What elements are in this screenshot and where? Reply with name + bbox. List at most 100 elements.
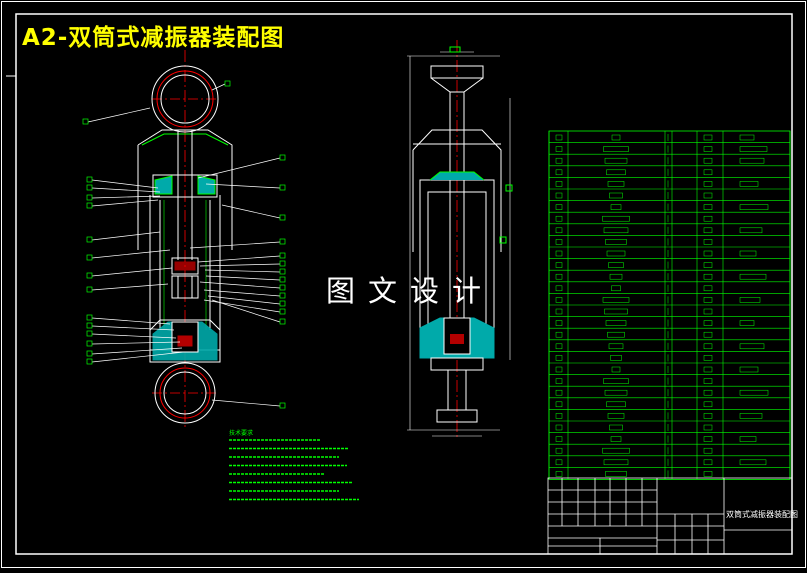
leader-line <box>91 179 159 189</box>
title-block-frame <box>547 477 793 555</box>
bom-cell-text <box>555 401 563 408</box>
bom-cell-text <box>555 285 563 292</box>
part-balloon <box>279 214 286 221</box>
bom-cell-text <box>739 459 767 466</box>
section-view <box>137 50 233 430</box>
leader-line <box>87 107 151 123</box>
leader-line <box>211 83 226 91</box>
leader-line <box>197 157 281 179</box>
bom-cell-text <box>610 436 622 442</box>
leader-line <box>91 267 173 277</box>
leader-line <box>91 283 169 291</box>
drawing-title: A2-双筒式减振器装配图 <box>22 25 285 51</box>
bom-cell-text <box>611 134 621 141</box>
bom-cell-text <box>602 447 630 454</box>
bom-cell-text <box>739 436 757 442</box>
part-balloon <box>279 292 286 299</box>
bom-cell-text <box>555 355 563 361</box>
bom-cell-text <box>703 459 713 466</box>
bom-cell-text <box>555 273 563 280</box>
leader-line <box>197 255 281 263</box>
part-balloon <box>86 202 93 209</box>
bom-cell-text <box>739 146 768 152</box>
bom-cell-text <box>555 343 563 350</box>
bom-cell-text <box>604 157 628 164</box>
leader-line <box>91 351 185 363</box>
bom-cell-text <box>555 424 563 431</box>
leader-line <box>207 295 281 305</box>
bom-cell-text <box>703 343 713 350</box>
bom-cell-text <box>555 239 563 245</box>
leader-line <box>204 269 281 273</box>
part-balloon <box>86 358 93 365</box>
bom-cell-text <box>611 285 621 292</box>
bom-cell-text <box>739 366 759 373</box>
bom-cell-text <box>739 134 755 141</box>
bom-cell-text <box>703 424 713 431</box>
part-balloon <box>86 194 93 201</box>
part-balloon <box>82 118 89 125</box>
leader-line <box>203 289 281 297</box>
bom-cell-text <box>605 320 627 326</box>
bom-cell-text <box>555 297 563 303</box>
bom-cell-text <box>610 355 622 361</box>
bom-cell-text <box>703 192 713 199</box>
bom-cell-text <box>703 285 713 292</box>
part-balloon <box>279 260 286 267</box>
leader-line <box>205 183 281 189</box>
bom-cell-text <box>603 146 629 152</box>
part-balloon <box>279 402 286 409</box>
requirements-heading: 技术要求 <box>229 430 254 437</box>
bom-cell-text <box>739 320 755 326</box>
bom-cell-text <box>703 320 713 326</box>
bom-cell-text <box>608 343 624 350</box>
bom-cell-text <box>555 169 563 176</box>
leader-line <box>91 249 171 259</box>
bom-cell-text <box>703 436 713 442</box>
bom-cell-text <box>611 366 621 373</box>
bom-cell-text <box>555 181 563 187</box>
bom-cell-text <box>703 366 713 373</box>
bom-cell-text <box>608 262 624 268</box>
bom-cell-text <box>703 389 713 396</box>
leader-line <box>91 347 183 355</box>
bom-cell-text <box>703 157 713 164</box>
bom-cell-text <box>607 331 625 338</box>
bom-cell-text <box>703 169 713 176</box>
bom-cell-text <box>703 181 713 187</box>
bom-cell-text <box>606 169 626 176</box>
bom-cell-text <box>555 215 563 222</box>
bom-cell-text <box>703 447 713 454</box>
part-balloon <box>86 330 93 337</box>
inner-border <box>15 13 793 555</box>
leader-line <box>91 333 177 339</box>
bom-cell-text <box>739 413 763 419</box>
bom-cell-text <box>703 401 713 408</box>
bom-cell-text <box>739 273 767 280</box>
bom-cell-text <box>703 297 713 303</box>
bom-cell-text <box>703 227 713 234</box>
bom-cell-text <box>703 215 713 222</box>
bom-cell-text <box>555 250 563 257</box>
leader-line <box>91 187 161 193</box>
part-balloon <box>279 184 286 191</box>
bom-cell-text <box>739 204 769 210</box>
part-balloon <box>86 350 93 357</box>
leader-line <box>189 241 281 249</box>
part-balloon <box>224 80 231 87</box>
bom-cell-text <box>607 181 625 187</box>
bom-cell-text <box>555 192 563 199</box>
bom-cell-text <box>555 146 563 152</box>
bom-cell-text <box>555 378 563 384</box>
bom-cell-text <box>739 343 765 350</box>
bom-cell-text <box>739 297 761 303</box>
bom-cell-text <box>703 413 713 419</box>
bom-cell-text <box>555 320 563 326</box>
leader-line <box>203 299 281 313</box>
bom-cell-text <box>604 389 628 396</box>
bom-cell-text <box>703 250 713 257</box>
bom-cell-text <box>703 355 713 361</box>
